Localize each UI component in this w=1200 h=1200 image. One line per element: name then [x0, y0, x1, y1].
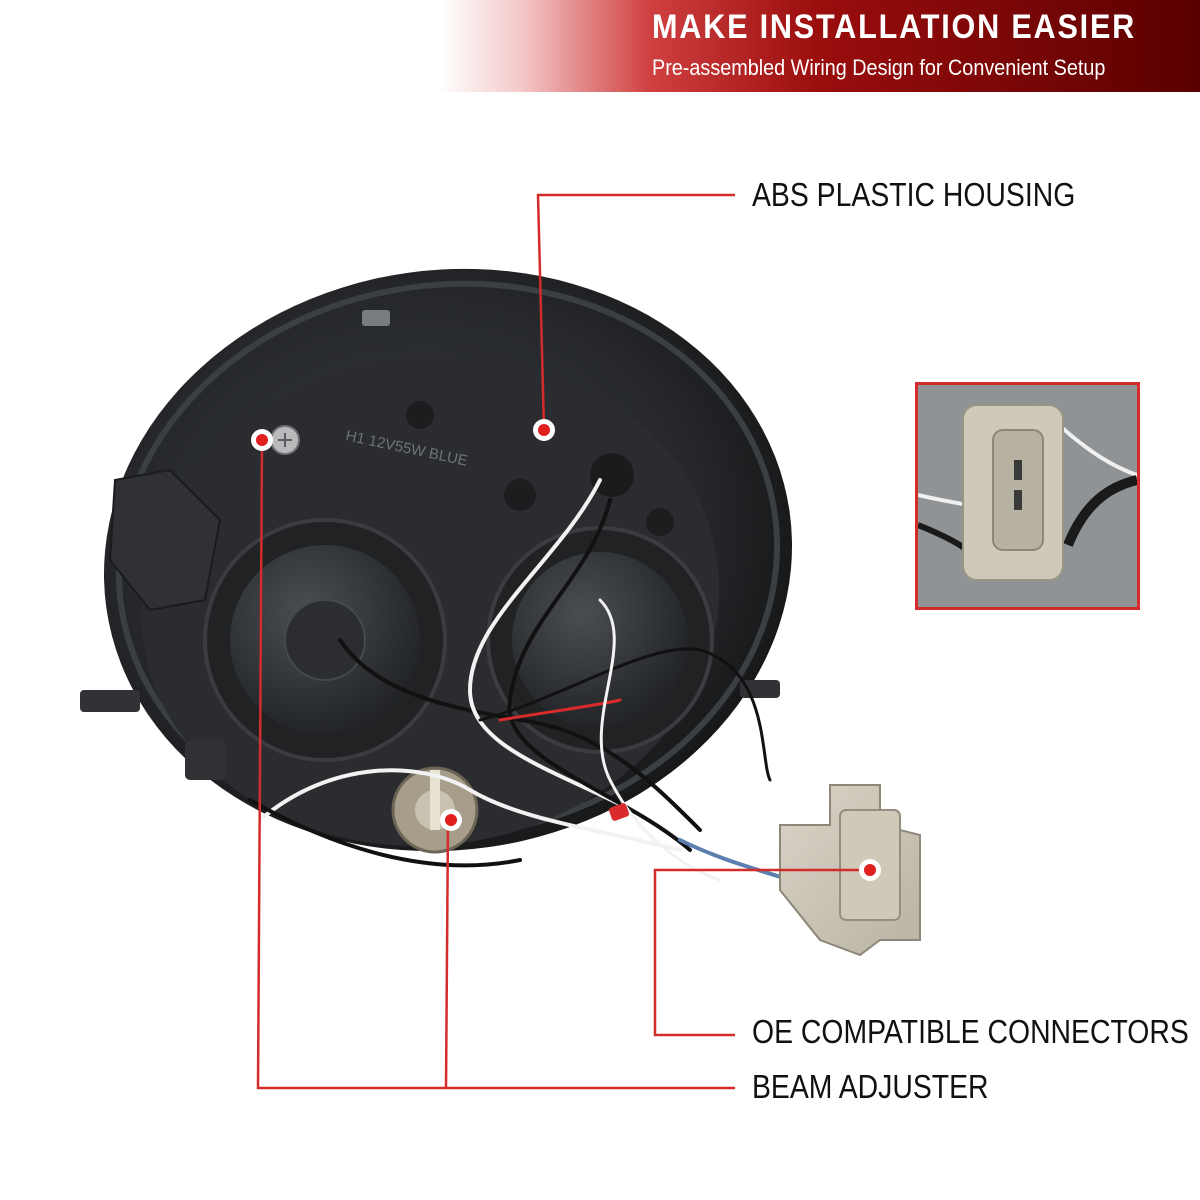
connector-callout-line: [653, 868, 868, 1037]
boss: [406, 401, 434, 429]
wire: [498, 698, 622, 722]
wire: [248, 798, 522, 868]
connector-closeup-image: [918, 385, 1137, 607]
wire: [678, 838, 792, 882]
connector-closeup-inset: [915, 382, 1140, 610]
banner-title: MAKE INSTALLATION EASIER: [652, 8, 1137, 46]
left-bracket: [108, 468, 222, 612]
wire: [467, 478, 682, 842]
banner-subtitle: Pre-assembled Wiring Design for Convenie…: [652, 55, 1106, 80]
boss: [590, 453, 634, 497]
wire-clip: [608, 803, 630, 821]
top-tab: [362, 310, 390, 326]
connectors-label: OE COMPATIBLE CONNECTORS: [752, 1013, 1189, 1050]
beam-callout-line-socket: [444, 819, 450, 1089]
wire: [598, 598, 722, 882]
oe-connector-plug: [779, 784, 921, 957]
wire: [258, 768, 682, 852]
high-beam-cap: [512, 552, 688, 728]
housing-callout-line: [536, 193, 735, 431]
wire: [478, 647, 772, 782]
housing-label: ABS PLASTIC HOUSING: [752, 176, 1076, 213]
boss: [504, 479, 536, 511]
left-tab: [80, 690, 140, 712]
beam-adjuster-label: BEAM ADJUSTER: [752, 1068, 989, 1105]
wire: [507, 498, 692, 852]
wire: [338, 638, 702, 832]
bottom-tab: [185, 740, 225, 780]
header-banner: MAKE INSTALLATION EASIER Pre-assembled W…: [0, 0, 1200, 92]
boss: [646, 508, 674, 536]
callout-markers: [251, 419, 881, 881]
beam-callout-line: [256, 439, 735, 1090]
low-beam-cap-center: [284, 599, 366, 681]
